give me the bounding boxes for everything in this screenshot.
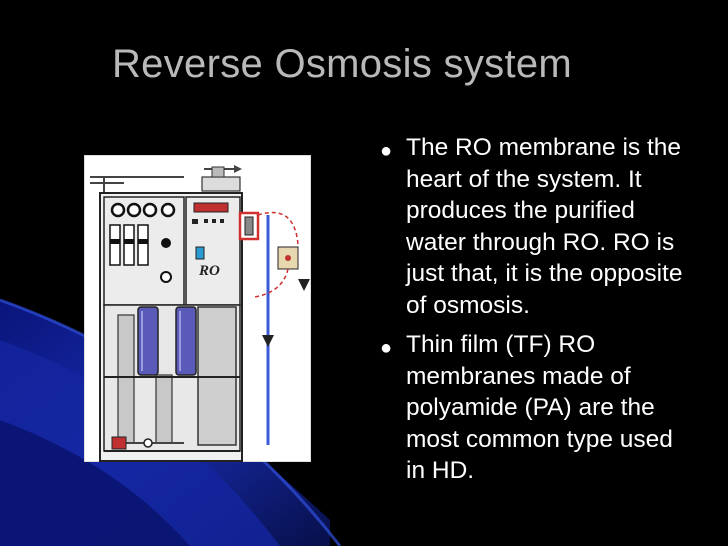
bullet-text: The RO membrane is the heart of the syst… — [406, 134, 683, 319]
pressure-gauges — [110, 202, 176, 218]
bullet-text: Thin film (TF) RO membranes made of poly… — [406, 331, 673, 484]
panel-ro-label: RO — [198, 263, 220, 279]
ro-system-diagram: RO — [84, 155, 311, 462]
bullet-list: ● The RO membrane is the heart of the sy… — [378, 132, 698, 495]
bullet-item: ● The RO membrane is the heart of the sy… — [378, 132, 698, 321]
ro-membrane-housings — [137, 306, 197, 376]
bullet-marker: ● — [380, 140, 393, 162]
slide-title: Reverse Osmosis system — [112, 42, 573, 86]
flow-meters — [109, 224, 149, 266]
bullet-item: ● Thin film (TF) RO membranes made of po… — [378, 329, 698, 487]
bullet-marker: ● — [380, 337, 393, 359]
